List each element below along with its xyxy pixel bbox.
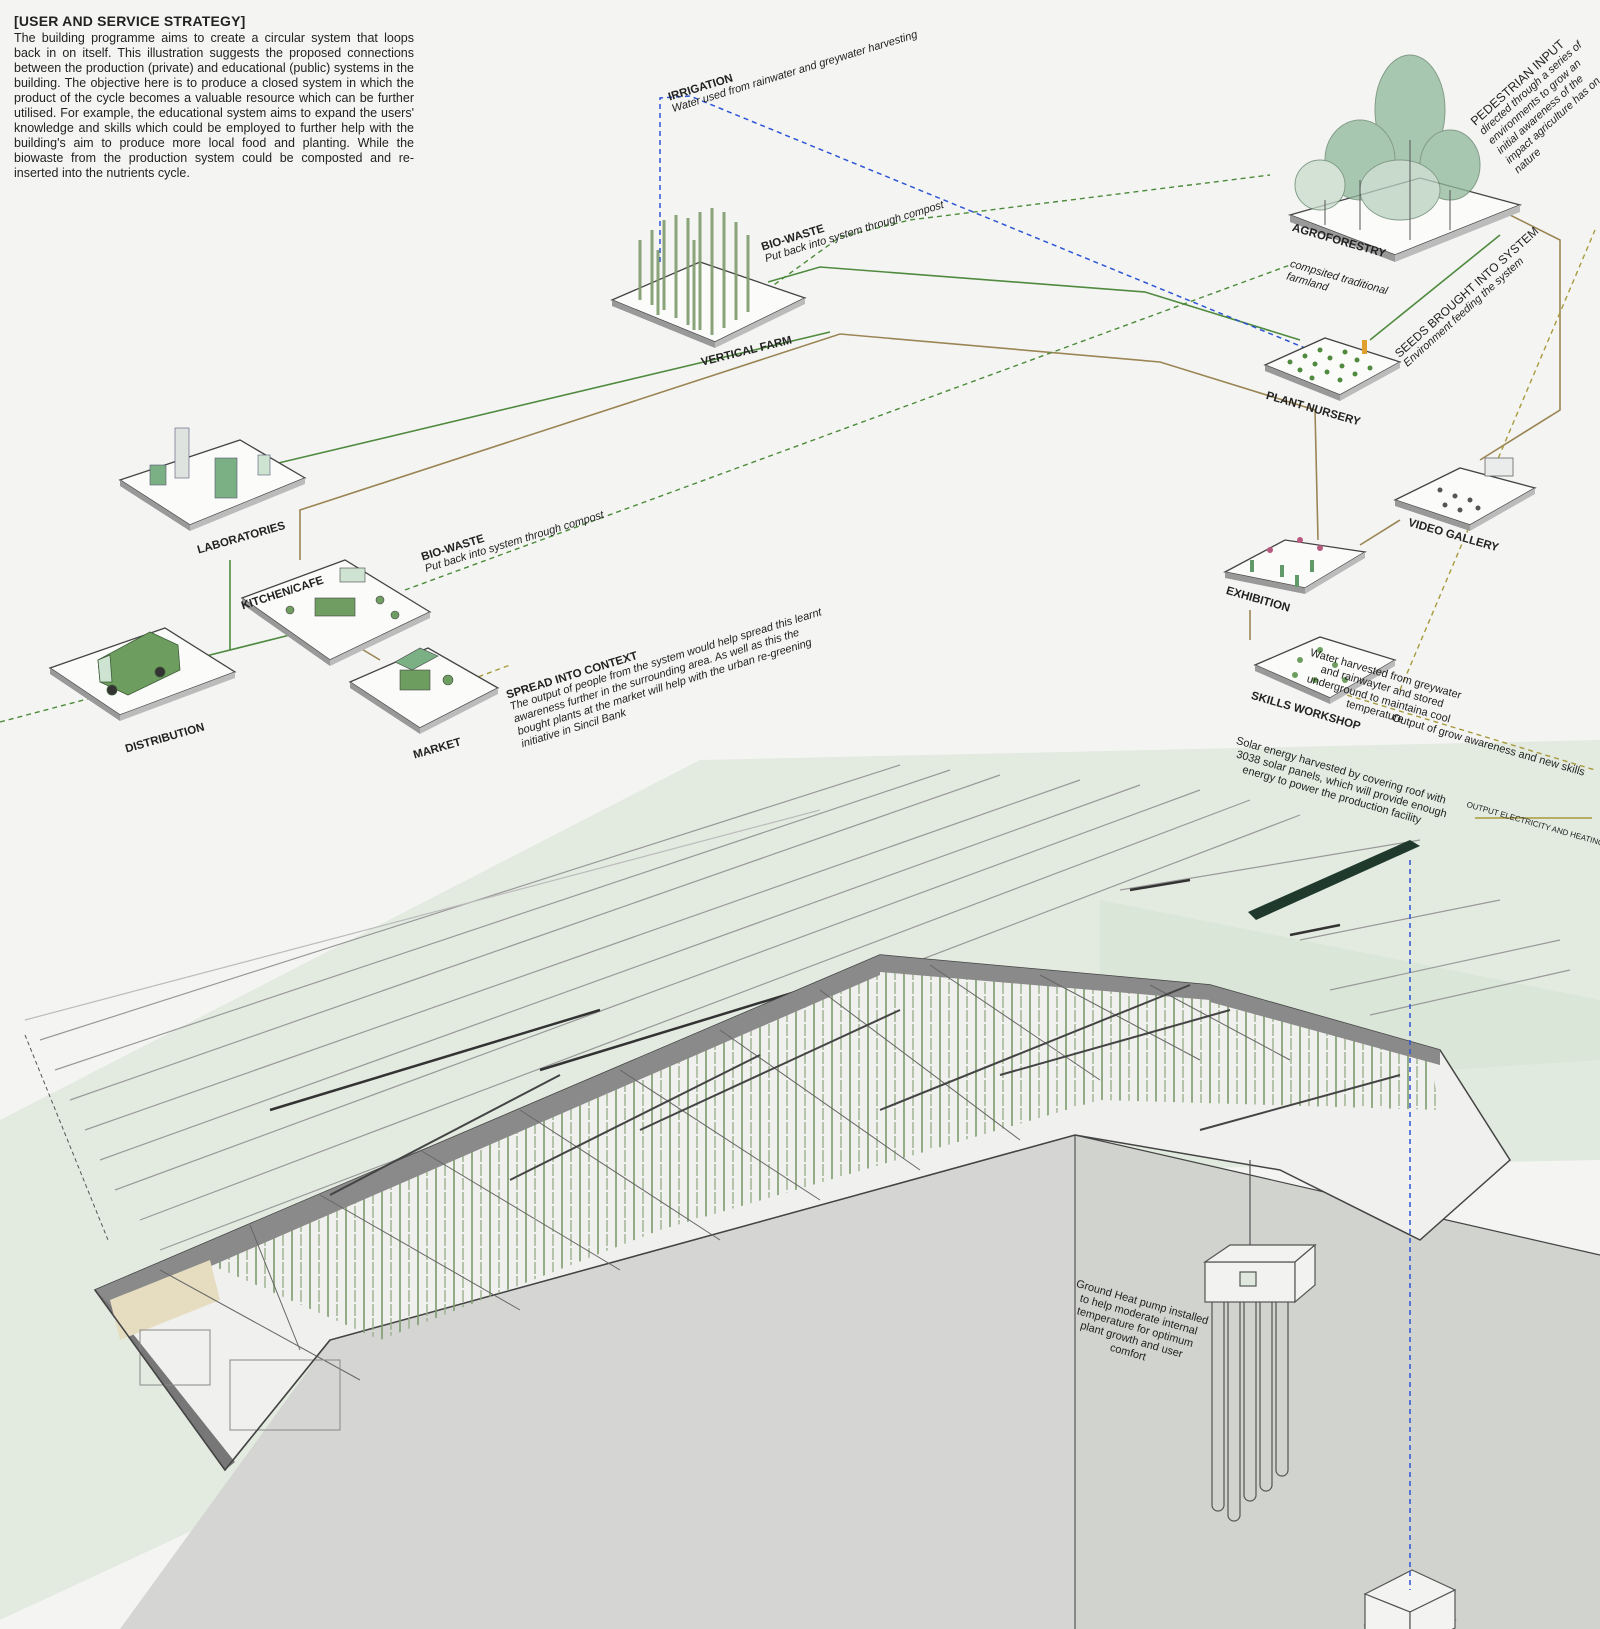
node-skills-workshop xyxy=(1253,636,1397,704)
node-plant-nursery xyxy=(1263,337,1402,401)
node-vertical-farm xyxy=(610,208,807,348)
intro-body: The building programme aims to create a … xyxy=(14,31,414,180)
node-market xyxy=(348,647,500,734)
node-kitchen-cafe xyxy=(240,559,432,666)
storage-tank xyxy=(1363,1569,1457,1629)
intro-block: [USER AND SERVICE STRATEGY] The building… xyxy=(14,14,414,181)
solar-panel-strips xyxy=(24,764,1571,1251)
node-video-gallery xyxy=(1393,457,1537,531)
node-laboratories xyxy=(118,427,307,531)
node-distribution xyxy=(48,627,237,721)
greenhouse-building xyxy=(93,954,1511,1472)
intro-title: [USER AND SERVICE STRATEGY] xyxy=(14,13,246,29)
node-agroforestry xyxy=(1287,54,1523,262)
node-exhibition xyxy=(1223,537,1367,594)
ground-heat-pump xyxy=(1203,1160,1317,1522)
explode-line xyxy=(24,1034,109,1241)
highlighted-solar-panel xyxy=(1248,840,1420,920)
